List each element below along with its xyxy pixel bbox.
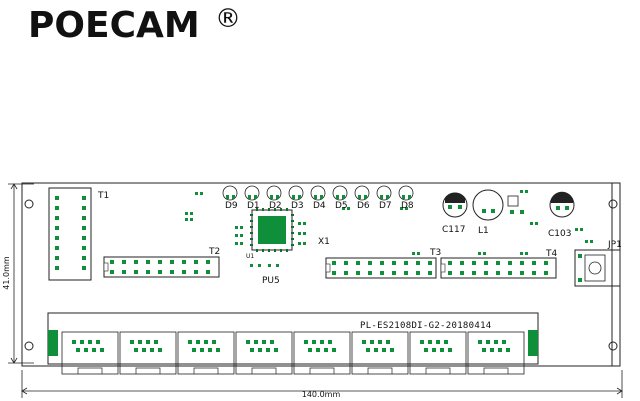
rj45-ports (61, 331, 525, 375)
rj45-block (47, 312, 539, 365)
label-x1: X1 (318, 237, 330, 247)
led-label: D1 (247, 201, 260, 211)
label-pu5: PU5 (262, 276, 280, 286)
diode-d10 (507, 195, 524, 214)
capacitor-c103 (549, 191, 575, 218)
led-label: D9 (225, 201, 238, 211)
label-t4: T4 (545, 249, 557, 259)
label-u1: U1 (246, 253, 254, 260)
ic-t4 (440, 257, 557, 279)
label-t3: T3 (429, 248, 441, 258)
led-label: D3 (291, 201, 304, 211)
power-jack-jp1 (574, 249, 621, 287)
transformer-t1 (48, 187, 92, 281)
label-t2: T2 (208, 247, 220, 257)
height-dimension-label: 41.0mm (2, 256, 11, 290)
capacitor-c117 (442, 192, 468, 218)
chip-x1 (250, 208, 294, 252)
led-label: D8 (401, 201, 414, 211)
brand-name: POECAM (28, 5, 200, 46)
led-label: D7 (379, 201, 392, 211)
registered-mark: ® (215, 4, 241, 34)
led-row (222, 185, 414, 201)
label-c103: C103 (548, 229, 571, 239)
led-label: D2 (269, 201, 282, 211)
label-l1: L1 (478, 226, 489, 236)
label-c117: C117 (442, 225, 465, 235)
width-dimension-label: 140.0mm (302, 390, 341, 399)
led-label: D4 (313, 201, 326, 211)
mounting-holes (24, 199, 618, 351)
led-label: D5 (335, 201, 348, 211)
label-jp1: JP1 (607, 240, 622, 250)
label-t1: T1 (97, 191, 109, 201)
ic-t2 (103, 256, 220, 278)
ic-t3 (325, 257, 437, 279)
board-silkscreen: PL-ES2108DI-G2-20180414 (360, 321, 492, 331)
dimension-markers (8, 183, 623, 398)
inductor-l1 (472, 189, 504, 221)
led-label: D6 (357, 201, 370, 211)
small-passives (185, 190, 593, 267)
